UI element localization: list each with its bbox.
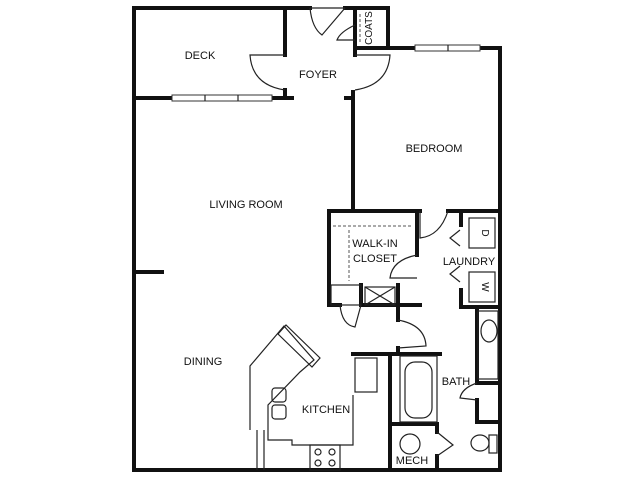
linen-door [339,304,362,328]
kitchen-counter [249,325,354,446]
bedroom-door [354,54,391,91]
label-walk-in: WALK-IN [352,238,397,250]
laundry-bifold [449,229,461,283]
refrigerator [354,357,378,393]
wc-door [459,382,478,401]
bar-top [277,324,321,368]
sink-basin [271,404,287,420]
label-foyer: FOYER [299,69,337,81]
vanity [477,310,499,380]
label-closet: CLOSET [353,253,397,265]
label-living-room: LIVING ROOM [209,199,282,211]
dryer [468,217,496,249]
mech-door [436,431,455,457]
label-bedroom: BEDROOM [406,143,463,155]
walls [132,6,502,472]
label-coats: COATS [364,11,375,45]
bath-door [397,319,427,349]
fixtures [249,14,499,471]
label-bath: BATH [442,376,471,388]
bathtub-frame [399,355,438,423]
sink-basin [271,387,287,403]
laundry-door [419,210,449,239]
washer [468,271,496,303]
bathtub [404,361,433,419]
sink [480,319,498,343]
toilet [470,434,490,452]
coats-door [336,24,356,41]
living-room-window [171,94,273,102]
room-labels: DECK FOYER COATS BEDROOM LIVING ROOM WAL… [184,11,496,467]
hvac-shaft [364,286,396,306]
stove [309,444,341,471]
deck-door [249,54,286,91]
windows [171,44,481,102]
label-dryer: D [479,229,490,236]
label-dining: DINING [184,356,223,368]
doors [249,7,478,457]
label-washer: W [479,282,490,292]
label-mech: MECH [396,455,428,467]
entry-door [309,7,346,36]
label-laundry: LAUNDRY [443,256,496,268]
closet-door [389,254,418,279]
label-kitchen: KITCHEN [302,404,350,416]
water-heater [399,433,421,455]
label-deck: DECK [185,50,216,62]
